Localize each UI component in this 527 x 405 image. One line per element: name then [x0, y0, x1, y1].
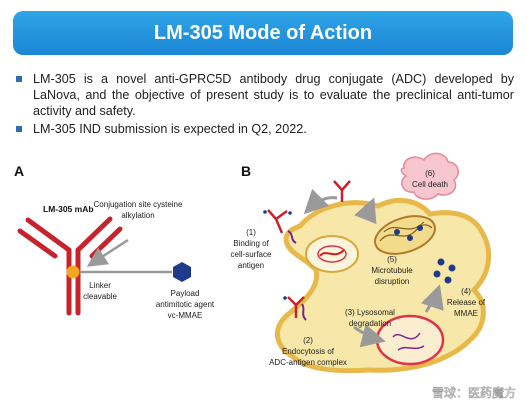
panel-a-label: A	[14, 163, 24, 179]
endosome-complex	[317, 245, 347, 263]
payload-label-2: antimitotic agent	[156, 300, 215, 309]
mmae-dot-icon	[437, 258, 445, 266]
bullet-item: LM-305 IND submission is expected in Q2,…	[16, 121, 514, 137]
step-1-line-2: cell-surface	[231, 250, 272, 259]
step-4-label: (4) Release of MMAE	[447, 287, 486, 318]
bullet-item: LM-305 is a novel anti-GPRC5D antibody d…	[16, 71, 514, 119]
payload-hexagon-icon	[173, 262, 191, 282]
step-4-number: (4)	[461, 287, 471, 296]
linker-label-2: cleavable	[83, 292, 117, 301]
mmae-dot-icon	[448, 264, 456, 272]
mmae-dot-icon	[433, 270, 441, 278]
mmae-dot-icon	[444, 276, 452, 284]
lysosome-fragment	[397, 345, 425, 351]
step-1-line-3: antigen	[238, 261, 264, 270]
step-2-number: (2)	[303, 336, 313, 345]
step-6-line-1: Cell death	[412, 180, 448, 189]
step-6-number: (6)	[425, 169, 435, 178]
antibody-icon	[17, 216, 123, 316]
mmae-dot-icon	[394, 229, 400, 235]
mmae-dot-icon	[407, 235, 413, 241]
step-4-line-1: Release of	[447, 298, 486, 307]
antigen-receptor-icon	[301, 303, 307, 321]
step-1-line-1: Binding of	[233, 239, 269, 248]
conj-arrow	[86, 238, 129, 267]
step-2-line-2: ADC-antigen complex	[269, 358, 347, 367]
conj-site-label: Conjugation site cysteine	[94, 200, 183, 209]
panel-b-label: B	[241, 163, 251, 179]
linker-label: Linker	[89, 281, 111, 290]
adc-endocytosis-icon	[283, 296, 305, 318]
mab-label: LM-305 mAb	[43, 204, 94, 214]
step-1-label: (1) Binding of cell-surface antigen	[231, 228, 272, 270]
endosome-antibody-icon	[319, 249, 345, 257]
endocytosis-arrow	[353, 323, 386, 348]
step-5-number: (5)	[387, 255, 397, 264]
bullet-text: LM-305 IND submission is expected in Q2,…	[33, 122, 307, 136]
watermark-text: 雪球：医药魔方	[432, 385, 516, 400]
page-title: LM-305 Mode of Action	[153, 21, 373, 44]
cycle-arrow	[303, 188, 338, 215]
step-3-line-2: degradation	[349, 319, 391, 328]
step-4-line-2: MMAE	[454, 309, 478, 318]
step-6-label: (6) Cell death	[412, 169, 448, 189]
bullet-marker	[16, 126, 22, 132]
step-3-line-1: (3) Lysosomal	[345, 308, 395, 317]
antigen-receptor-icon	[287, 230, 297, 244]
free-adc-icon	[333, 180, 351, 202]
payload-label: Payload	[171, 289, 200, 298]
release-arrow	[420, 284, 444, 313]
bullet-marker	[16, 76, 22, 82]
dead-cell-icon	[400, 152, 459, 200]
lysosome-fragment	[392, 332, 421, 340]
conj-site-label-2: alkylation	[121, 211, 154, 220]
step-5-label: (5) Microtubule disruption	[371, 255, 413, 286]
mmae-dot-icon	[417, 225, 423, 231]
disruption-arrow	[354, 197, 377, 225]
step-2-label: (2) Endocytosis of ADC-antigen complex	[269, 336, 347, 367]
title-banner: LM-305 Mode of Action	[13, 11, 513, 55]
step-2-line-1: Endocytosis of	[282, 347, 335, 356]
linker-dot-icon	[66, 265, 80, 279]
step-5-line-2: disruption	[375, 277, 410, 286]
step-1-number: (1)	[246, 228, 256, 237]
adc-binding-icon	[263, 209, 292, 234]
step-3-label: (3) Lysosomal degradation	[345, 308, 395, 328]
bullet-text: LM-305 is a novel anti-GPRC5D antibody d…	[33, 72, 514, 118]
payload-label-3: vc-MMAE	[168, 311, 203, 320]
step-5-line-1: Microtubule	[371, 266, 413, 275]
bullet-list: LM-305 is a novel anti-GPRC5D antibody d…	[16, 71, 514, 139]
